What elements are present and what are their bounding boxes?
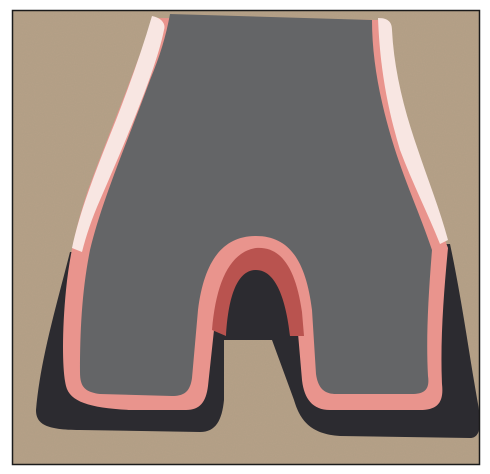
garment-photo: [0, 0, 490, 474]
photo-frame: [0, 0, 490, 474]
